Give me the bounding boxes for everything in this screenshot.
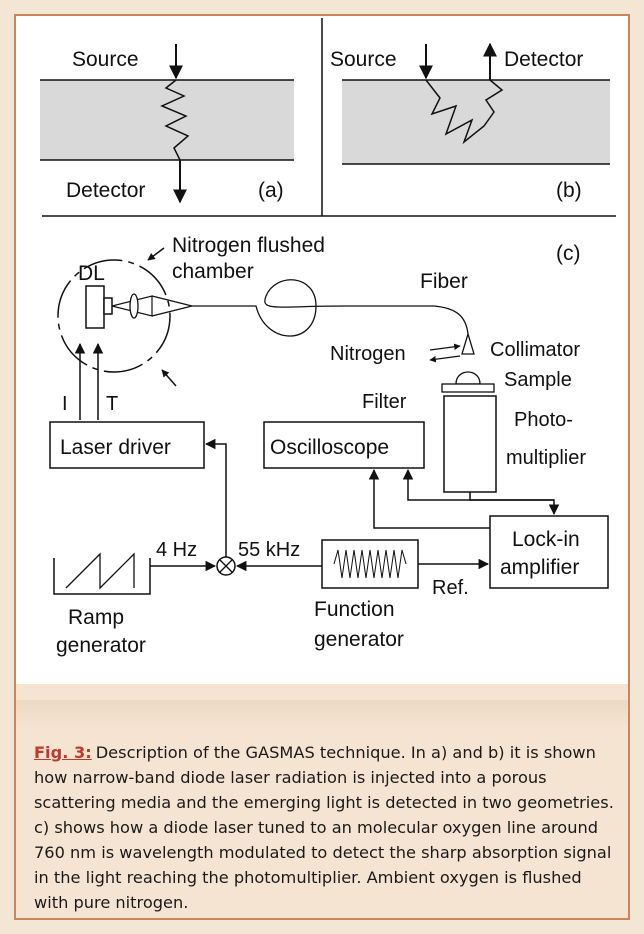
scatter-path-a	[160, 79, 190, 161]
photo-label-line1: Photo-	[514, 409, 573, 431]
diode-laser-head	[103, 297, 113, 315]
ramp-waveform	[65, 552, 135, 590]
signal-to-scope	[402, 468, 554, 501]
chamber-label-line1: Nitrogen flushed	[172, 234, 325, 257]
panel-a: Source Detector (a)	[40, 44, 294, 204]
mixer-to-driver	[204, 438, 227, 557]
ramp-label-line2: generator	[56, 634, 146, 657]
ref-label: Ref.	[432, 577, 469, 599]
collimator	[461, 331, 475, 355]
source-label-b: Source	[330, 48, 397, 71]
function-waveform	[333, 549, 407, 579]
lockin-label-line2: amplifier	[500, 556, 579, 579]
panel-b-tag: (b)	[556, 179, 582, 202]
ramp-generator	[53, 558, 151, 595]
scatter-path-b	[425, 79, 504, 145]
gasmas-diagram: Source Detector (a) Source Detector (b) …	[40, 18, 616, 657]
chamber-pointer-top	[147, 247, 165, 261]
lock-in-amplifier	[489, 515, 609, 589]
figure-caption: Fig. 3:Description of the GASMAS techniq…	[34, 740, 619, 915]
panel-c: (c) Nitrogen flushed chamber DL Fiber Co…	[49, 234, 609, 657]
current-label: I	[62, 393, 68, 415]
diode-laser	[85, 285, 105, 329]
photo-label-line2: multiplier	[506, 447, 586, 469]
nitrogen-label: Nitrogen	[330, 343, 406, 365]
laser-beam-focus	[151, 295, 193, 317]
scattering-media-b	[342, 80, 610, 164]
panel-c-tag: (c)	[556, 242, 581, 265]
panel-a-tag: (a)	[258, 179, 284, 202]
nitrogen-out-arrow	[429, 355, 461, 363]
lockin-to-scope	[368, 468, 490, 529]
sample-label: Sample	[504, 369, 572, 391]
collimator-label: Collimator	[490, 339, 580, 361]
mixer-cross-2	[219, 559, 233, 573]
bleed-through-shade	[16, 700, 628, 728]
oscilloscope	[263, 421, 425, 469]
function-generator	[321, 539, 419, 589]
khz55-label: 55 kHz	[238, 539, 300, 561]
oscilloscope-label: Oscilloscope	[270, 436, 389, 459]
panel-b: Source Detector (b)	[330, 42, 610, 202]
lens	[129, 293, 139, 319]
figure-label: Fig. 3:	[34, 743, 92, 762]
pmt-to-lockin	[469, 492, 560, 516]
chamber-pointer-bottom	[161, 369, 177, 387]
photomultiplier	[443, 395, 497, 493]
nitrogen-chamber	[57, 259, 171, 373]
laser-driver	[49, 421, 205, 469]
hz4-label: 4 Hz	[156, 539, 197, 561]
func-label-line1: Function	[314, 598, 395, 621]
figure-frame: Source Detector (a) Source Detector (b) …	[14, 14, 630, 920]
nitrogen-in-arrow	[429, 343, 461, 351]
chamber-label-line2: chamber	[172, 260, 254, 283]
lockin-label-line1: Lock-in	[512, 528, 580, 551]
laser-driver-label: Laser driver	[60, 436, 171, 459]
ramp-label-line1: Ramp	[68, 606, 124, 629]
detector-label-b: Detector	[504, 48, 583, 71]
fiber-label: Fiber	[420, 270, 468, 293]
source-label-a: Source	[72, 48, 139, 71]
caption-panel: Fig. 3:Description of the GASMAS techniq…	[16, 684, 628, 918]
scattering-media-a	[40, 80, 294, 160]
temperature-label: T	[106, 393, 118, 415]
filter-label: Filter	[362, 391, 407, 413]
dl-label: DL	[78, 262, 105, 285]
sample	[455, 371, 481, 385]
caption-text: Description of the GASMAS technique. In …	[34, 743, 614, 912]
func-label-line2: generator	[314, 628, 404, 651]
optical-fiber	[192, 279, 469, 337]
detector-label-a: Detector	[66, 179, 145, 202]
filter	[441, 383, 495, 393]
